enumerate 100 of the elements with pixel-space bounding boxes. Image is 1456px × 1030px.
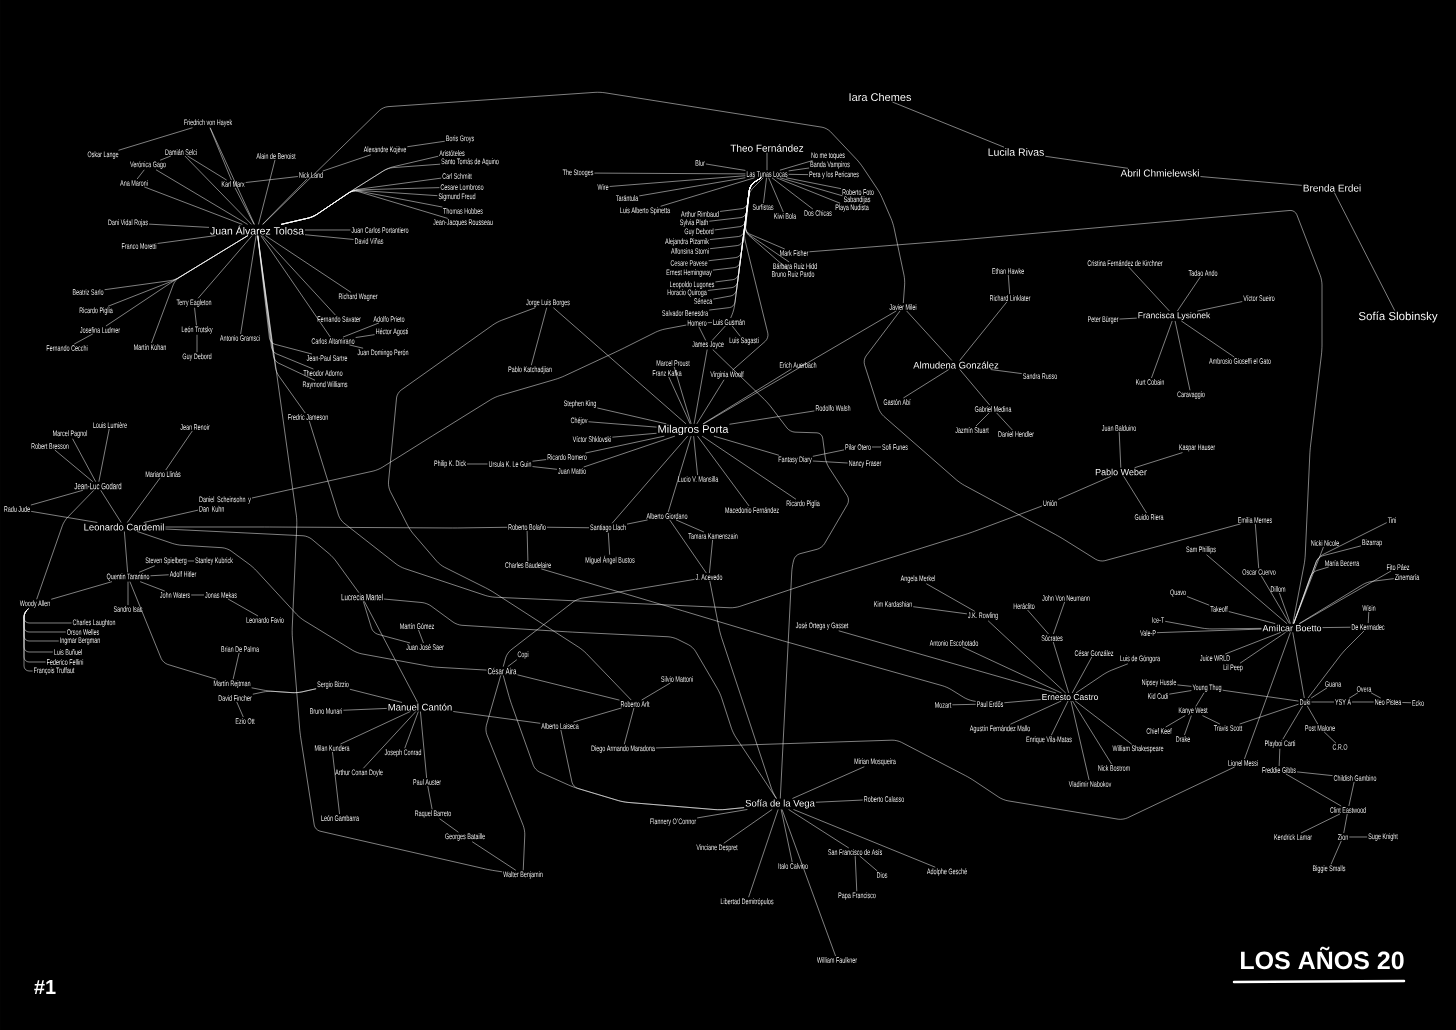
name-label: Fantasy Diary [778,456,812,464]
connector-line [1330,840,1342,865]
name-label: Gastón Abí [883,399,911,405]
name-label: Papa Francisco [838,892,876,900]
name-label: Italo Calvino [778,863,808,869]
connector-line [502,579,695,667]
name-label: Ricardo Piglia [79,307,113,315]
name-label: Beatriz Sarlo [72,289,104,295]
connector-line [1075,663,1129,694]
hub-name: Juan Álvarez Tolosa [210,225,304,235]
name-label: Alain de Benoist [256,153,296,159]
connector-line [420,711,427,779]
name-label: Sofi Funes [882,444,908,450]
name-label: Orson Welles [67,629,100,635]
connector-line [776,177,841,204]
connector-line [1119,317,1138,320]
name-label: Raymond Williams [302,381,348,389]
name-label: Chief Keef [1146,728,1172,734]
name-label: Juice WRLD [1199,655,1230,661]
connector-line [532,466,558,470]
connector-line [240,235,257,335]
connector-line [209,127,232,181]
connector-line [1261,575,1290,624]
connector-line [626,519,648,525]
connector-line [1200,176,1303,186]
connector-line [792,766,865,799]
connector-line [517,674,620,701]
hub-name: Pablo Weber [1095,468,1147,476]
connector-line [507,659,518,667]
connector-line [768,177,784,213]
name-label: Lucrecia Martel [341,593,383,601]
connector-line [383,598,777,799]
name-label: Silvio Mattoni [661,676,693,682]
connector-line [712,349,849,799]
name-label: Richard Linklater [990,295,1031,301]
connector-line [1134,452,1183,468]
name-label: Martín Gómez [400,623,434,629]
name-label: Jean-Paul Sartre [306,355,348,361]
connector-line [1052,641,1070,694]
name-label: Martín Kohan [134,344,166,350]
connector-line [863,310,1241,562]
connector-line [1071,656,1093,694]
connector-line [427,785,433,810]
hub-name: Sofía de la Vega [745,799,815,809]
name-label: Fernando Savater [317,316,361,322]
name-label: Damián Selci [165,149,197,155]
name-label: Franco Moretti [121,243,157,249]
name-label: Philip K. Dick [434,460,467,468]
connector-line [1244,632,1291,760]
name-label: William Faulkner [816,957,857,963]
name-label: Gabriel Medina [974,406,1012,412]
name-label: Santo Tomás de Aquino [441,158,499,166]
connector-line [118,127,193,151]
connector-line [340,711,411,745]
name-label: Ursula K. Le Guin [488,461,532,467]
name-label: Josefina Ludmer [80,327,120,333]
connector-line [597,407,667,425]
name-label: Overa [1356,686,1372,692]
name-label: The Stooges [562,169,594,177]
name-label: Raquel Barreto [415,810,452,818]
connector-line [138,565,156,573]
name-label: Zinemaría [1394,574,1420,580]
name-label: Stephen King [563,400,596,408]
name-label: Fernando Cecchi [46,345,88,351]
connector-line [332,751,340,815]
name-label: Vale-P [1140,630,1156,636]
hub-name: Amílcar Boetto [1262,624,1322,632]
hub-name: Leonardo Cardemil [84,523,164,531]
connector-line [675,519,705,533]
name-label: Ecko [1412,700,1424,706]
connector-line [696,379,725,425]
connector-line [251,324,687,499]
connector-line [127,581,129,606]
connector-line [781,809,836,957]
name-label: Jonas Mekas [205,592,237,598]
name-label: Luis Buñuel [54,649,82,655]
name-label: Milan Kundera [314,745,350,751]
name-label: Martín Rejtman [213,680,251,688]
name-label: Cesare Lombroso [440,184,484,190]
name-label: Erich Auerbach [779,362,817,368]
name-label: Charles Baudelaire [505,562,551,568]
connector-line [1323,731,1337,744]
name-label: Chéjov [570,417,588,425]
connector-line [713,435,780,456]
connector-line [1367,611,1370,624]
connector-line [546,527,590,528]
connector-line [926,583,975,612]
name-label: Nipsey Hussle [1142,679,1177,687]
name-label: Marcel Pagnol [53,430,87,438]
name-label: Kid Cudi [1148,693,1168,699]
name-label: Takeoff [1210,606,1228,612]
connector-line [707,322,713,323]
name-label: Daniel Scheinsohn y Dan Kuhn [199,496,251,512]
connector-line [1174,320,1191,391]
hub-name: Sofía Slobinsky [1358,311,1438,323]
connector-line [262,178,308,225]
name-label: Fredric Jameson [288,414,328,420]
connector-line [711,325,726,341]
name-label: Nick Bostrom [1098,765,1130,771]
name-label: Horacio Quiroga [667,289,707,297]
